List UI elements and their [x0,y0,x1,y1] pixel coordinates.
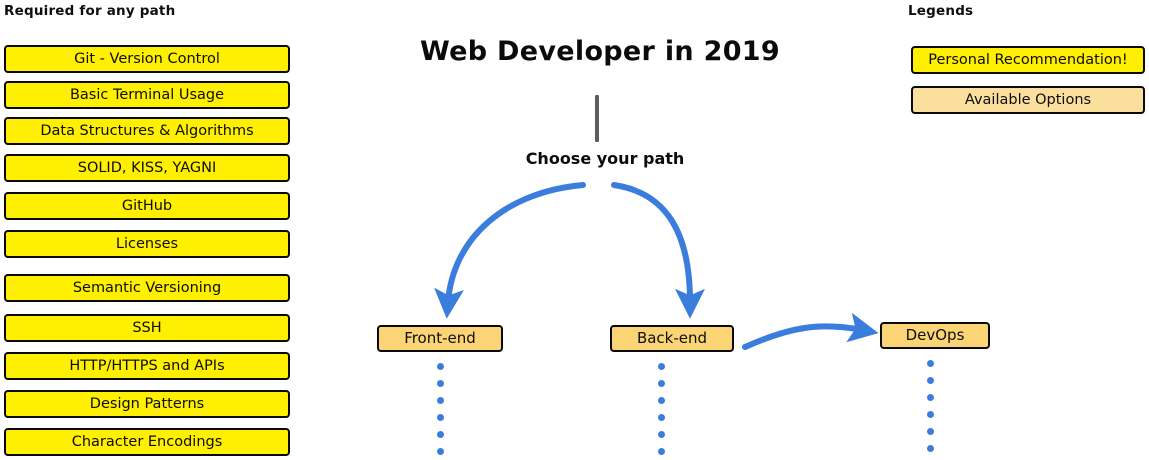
legends-section-heading: Legends [908,3,974,19]
rail-dot [437,414,444,421]
required-section-heading: Required for any path [4,3,176,19]
required-item-basic-terminal-usage[interactable]: Basic Terminal Usage [4,81,290,109]
rail-dot [437,431,444,438]
required-item-ssh[interactable]: SSH [4,314,290,342]
trunk-connector-line [595,95,599,142]
legend-item-personal-recommendation: Personal Recommendation! [911,46,1145,74]
path-node-label: Front-end [404,329,476,347]
rail-dot [658,363,665,370]
legend-item-label: Available Options [964,91,1092,108]
required-item-label: Semantic Versioning [72,279,222,296]
required-item-label: HTTP/HTTPS and APIs [69,357,225,374]
rail-dot [927,428,934,435]
required-item-licenses[interactable]: Licenses [4,230,290,258]
required-item-label: Licenses [115,235,179,252]
required-item-github[interactable]: GitHub [4,192,290,220]
rail-dot [927,411,934,418]
dot-rail-devops [927,360,934,460]
rail-dot [437,363,444,370]
rail-dot [927,360,934,367]
rail-dot [437,448,444,455]
rail-dot [437,397,444,404]
rail-dot [437,380,444,387]
rail-dot [927,377,934,384]
legend-item-label: Personal Recommendation! [928,51,1128,68]
required-item-label: Design Patterns [89,395,205,412]
required-item-label: Git - Version Control [74,50,220,67]
dot-rail-back-end [658,363,665,460]
path-node-back-end[interactable]: Back-end [610,325,734,352]
page-title: Web Developer in 2019 [420,36,780,67]
required-item-data-structures-algorithms[interactable]: Data Structures & Algorithms [4,117,290,145]
arrow-backend-to-devops [742,312,879,350]
required-item-label: Character Encodings [71,433,223,450]
rail-dot [658,380,665,387]
path-node-label: Back-end [636,329,708,347]
required-item-label: Basic Terminal Usage [69,86,225,103]
required-item-label: Data Structures & Algorithms [40,122,254,139]
required-item-solid-kiss-yagni[interactable]: SOLID, KISS, YAGNI [4,154,290,182]
rail-dot [927,394,934,401]
rail-dot [658,414,665,421]
path-node-devops[interactable]: DevOps [880,322,990,349]
required-item-git-version-control[interactable]: Git - Version Control [4,45,290,73]
arrow-to-backend [611,182,705,319]
rail-dot [658,448,665,455]
legend-item-available-options: Available Options [911,86,1145,114]
rail-dot [658,431,665,438]
required-item-design-patterns[interactable]: Design Patterns [4,390,290,418]
required-item-character-encodings[interactable]: Character Encodings [4,428,290,456]
rail-dot [927,445,934,452]
rail-dot [658,397,665,404]
required-item-label: SOLID, KISS, YAGNI [77,159,217,176]
path-node-label: DevOps [905,326,965,344]
required-item-http-https-and-apis[interactable]: HTTP/HTTPS and APIs [4,352,290,380]
required-item-semantic-versioning[interactable]: Semantic Versioning [4,274,290,302]
required-item-label: SSH [132,319,162,336]
required-item-label: GitHub [121,197,173,214]
dot-rail-front-end [437,363,444,460]
path-node-front-end[interactable]: Front-end [377,325,503,352]
arrow-to-frontend [434,182,586,319]
choose-your-path-label: Choose your path [525,149,685,168]
